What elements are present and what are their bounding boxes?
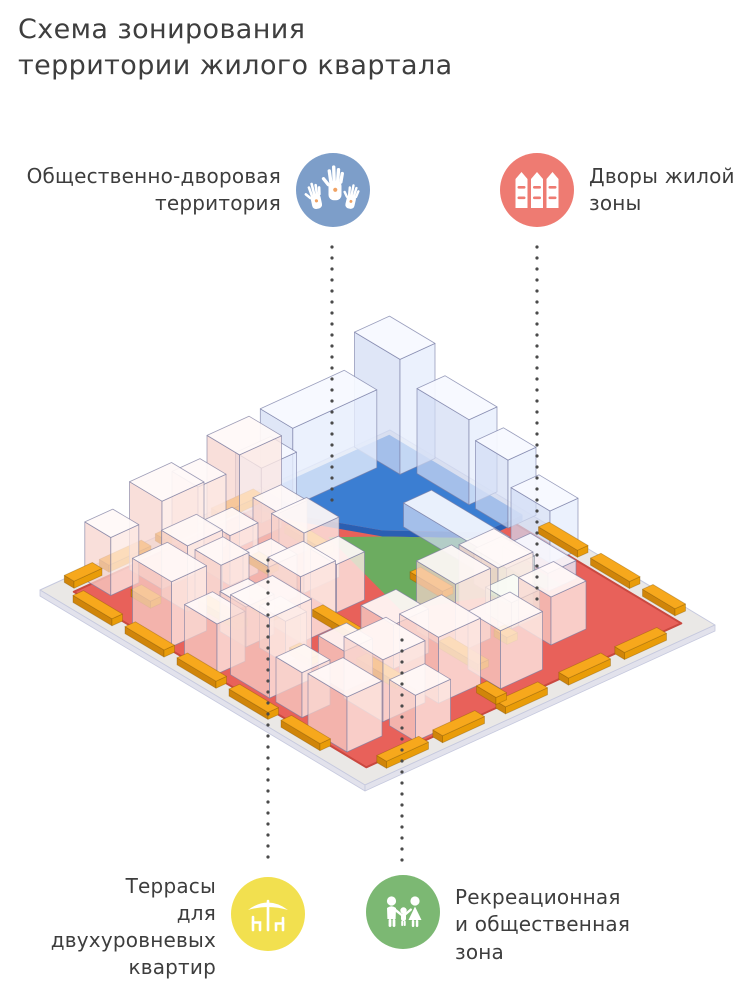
legend-terraces-label: Террасы для двухуровневых квартир [18, 873, 216, 982]
family-icon [366, 875, 440, 949]
legend-terraces-line1: Террасы [125, 873, 216, 898]
legend-residential-yards-line2: зоны [589, 191, 642, 215]
legend-public-courtyard-label: Общественно-дворовая территория [20, 163, 281, 217]
legend-recreation: Рекреационная и общественная зона [366, 874, 630, 964]
raised-hands-icon [296, 153, 370, 227]
legend-terraces-line2: для двухуровневых [50, 900, 216, 952]
legend-public-courtyard: Общественно-дворовая территория [20, 152, 370, 228]
legend-recreation-line3: зона [455, 939, 505, 964]
page-title: Схема зонирования территории жилого квар… [18, 12, 453, 83]
legend-terraces: Террасы для двухуровневых квартир [18, 874, 343, 979]
legend-residential-yards: Дворы жилой зоны [500, 152, 735, 228]
legend-recreation-line1: Рекреационная [455, 885, 621, 910]
legend-public-courtyard-line2: территория [155, 191, 281, 215]
page-title-line2: территории жилого квартала [18, 49, 453, 81]
legend-residential-yards-label: Дворы жилой зоны [589, 163, 735, 217]
legend-recreation-line2: и общественная [455, 912, 631, 937]
picket-fence-icon [500, 153, 574, 227]
legend-terraces-line3: квартир [128, 955, 216, 980]
page-title-line1: Схема зонирования [18, 14, 306, 45]
legend-recreation-label: Рекреационная и общественная зона [455, 884, 630, 966]
legend-residential-yards-line1: Дворы жилой [589, 163, 735, 188]
terrace-umbrella-icon [231, 877, 305, 951]
legend-public-courtyard-line1: Общественно-дворовая [26, 163, 281, 188]
